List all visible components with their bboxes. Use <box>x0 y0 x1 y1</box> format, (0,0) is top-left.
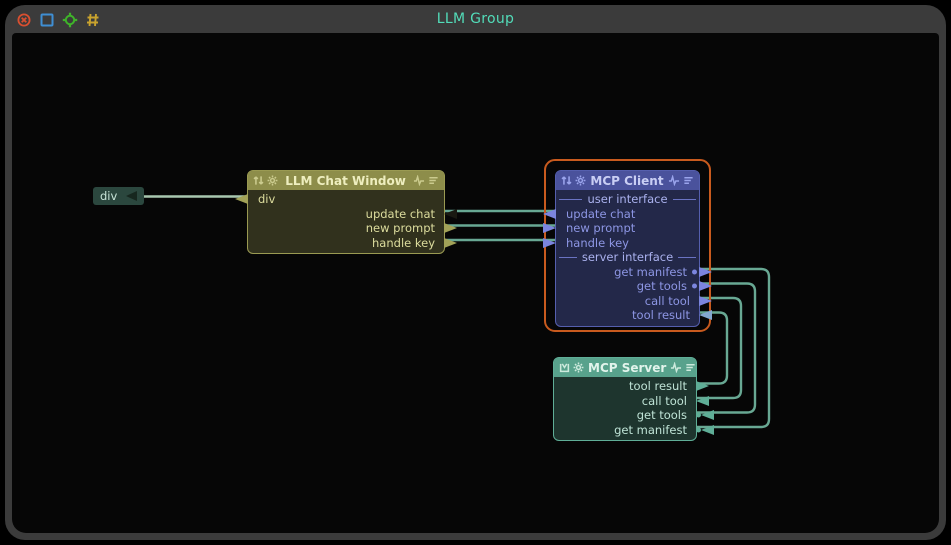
port-arrow-icon <box>126 191 138 201</box>
port-label: get tools <box>636 408 687 422</box>
port-row-get-manifest: get manifest <box>554 422 714 438</box>
port-output-get-tools[interactable] <box>699 281 712 292</box>
port-row-handle-key: handle key <box>248 235 457 251</box>
node-header-right-icons <box>668 175 694 186</box>
port-label: call tool <box>644 293 690 308</box>
port-label: new prompt <box>566 221 636 235</box>
port-input-new-prompt[interactable] <box>543 223 556 234</box>
node-header[interactable]: MCP Client <box>556 171 699 190</box>
node-header-left-icons <box>559 362 584 373</box>
frame-icon[interactable] <box>39 12 55 28</box>
node-header-left-icons <box>561 175 586 186</box>
port-row-div: div <box>235 192 444 207</box>
section-user-interface: user interface <box>556 192 699 207</box>
node-body: div update chat new prompt handle key <box>235 190 457 253</box>
port-label: tool result <box>632 308 690 322</box>
node-body: tool result call tool get tools get mani… <box>554 377 714 440</box>
gear-icon[interactable] <box>575 175 586 186</box>
hash-icon[interactable] <box>85 12 101 28</box>
node-title: LLM Chat Window <box>285 173 406 188</box>
node-header-left-icons <box>253 175 278 186</box>
activity-icon[interactable] <box>670 362 682 373</box>
port-input-call-tool[interactable] <box>696 395 709 406</box>
port-row-tool-result: tool result <box>554 379 709 394</box>
port-dot <box>692 283 697 289</box>
port-input-get-tools[interactable] <box>701 410 714 421</box>
window-title: LLM Group <box>436 11 515 27</box>
port-row-tool-result: tool result <box>556 308 712 323</box>
section-label: server interface <box>581 250 674 265</box>
port-input-get-manifest[interactable] <box>701 424 714 435</box>
port-output-tool-result[interactable] <box>696 381 709 392</box>
port-output-new-prompt[interactable] <box>444 223 457 234</box>
section-line <box>559 256 577 258</box>
port-label: handle key <box>372 235 435 250</box>
port-output-update-chat[interactable] <box>543 208 556 219</box>
port-output-handle-key[interactable] <box>444 237 457 248</box>
package-icon[interactable] <box>559 362 570 373</box>
port-output-get-manifest[interactable] <box>699 266 712 277</box>
port-row-get-manifest: get manifest <box>556 264 712 280</box>
activity-icon[interactable] <box>668 175 680 186</box>
node-header[interactable]: LLM Chat Window <box>248 171 444 190</box>
port-row-call-tool: call tool <box>556 293 712 309</box>
port-dot <box>692 269 697 275</box>
port-label: call tool <box>641 393 687 408</box>
node-title: MCP Server <box>588 360 667 375</box>
swap-vertical-icon[interactable] <box>253 175 264 186</box>
port-row-new-prompt: new prompt <box>248 221 457 236</box>
node-mcp-server[interactable]: MCP Server tool result call tool get too… <box>553 357 714 441</box>
section-server-interface: server interface <box>556 250 699 265</box>
port-row-update-chat: update chat <box>543 206 699 222</box>
port-dot <box>696 412 701 418</box>
external-port-label: div <box>100 189 118 203</box>
port-label: tool result <box>629 379 687 393</box>
port-input-tool-result[interactable] <box>699 310 712 321</box>
node-title: MCP Client <box>590 173 664 188</box>
gear-icon[interactable] <box>267 175 278 186</box>
node-mcp-client[interactable]: MCP Client user interface update chat ne… <box>543 170 712 327</box>
port-label: div <box>258 192 276 206</box>
gear-icon[interactable] <box>573 362 584 373</box>
section-line <box>678 256 697 258</box>
port-label: update chat <box>365 206 435 221</box>
port-row-get-tools: get tools <box>556 279 712 294</box>
section-label: user interface <box>587 192 668 207</box>
node-header[interactable]: MCP Server <box>554 358 696 377</box>
menu-icon[interactable] <box>428 175 439 186</box>
menu-icon[interactable] <box>685 362 696 373</box>
port-label: get manifest <box>614 264 687 279</box>
swap-vertical-icon[interactable] <box>561 175 572 186</box>
menu-icon[interactable] <box>683 175 694 186</box>
node-llm-chat-window[interactable]: LLM Chat Window div update chat new prom… <box>235 170 457 254</box>
section-line <box>672 198 696 200</box>
port-label: new prompt <box>365 221 435 235</box>
port-row-new-prompt: new prompt <box>543 221 699 236</box>
titlebar-toolbar <box>16 12 101 28</box>
port-output-call-tool[interactable] <box>699 295 712 306</box>
node-header-right-icons <box>670 362 696 373</box>
port-label: update chat <box>566 206 636 221</box>
port-label: handle key <box>566 235 629 250</box>
section-line <box>559 198 583 200</box>
port-row-handle-key: handle key <box>543 235 699 251</box>
activity-icon[interactable] <box>413 175 425 186</box>
port-output-div[interactable] <box>235 194 248 205</box>
node-header-right-icons <box>413 175 439 186</box>
port-input-update-chat[interactable] <box>444 208 457 219</box>
graph-canvas[interactable] <box>12 33 939 533</box>
port-label: get manifest <box>614 422 687 437</box>
port-input-handle-key[interactable] <box>543 237 556 248</box>
port-dot <box>696 427 701 433</box>
external-port-div[interactable]: div <box>93 187 145 205</box>
port-row-update-chat: update chat <box>248 206 457 222</box>
port-row-get-tools: get tools <box>554 408 714 423</box>
node-body: user interface update chat new prompt ha… <box>543 190 712 326</box>
port-label: get tools <box>636 279 687 293</box>
crosshair-icon[interactable] <box>62 12 78 28</box>
port-row-call-tool: call tool <box>554 393 709 409</box>
close-icon[interactable] <box>16 12 32 28</box>
